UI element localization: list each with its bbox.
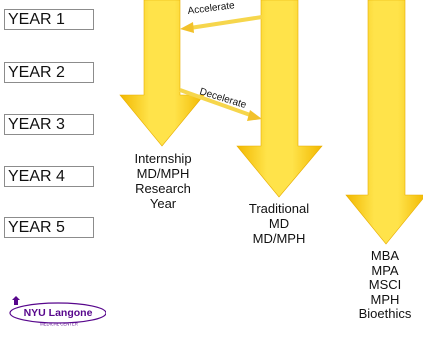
traditional-track-label: Traditional MD MD/MPH	[238, 201, 320, 246]
dual-degree-track-label: MBA MPA MSCI MPH Bioethics	[348, 248, 422, 322]
accelerate-label: Accelerate	[187, 0, 236, 17]
dual-label-line-5: Bioethics	[358, 306, 412, 321]
internship-label-line-3: Research	[135, 181, 191, 196]
traditional-label-line-2: MD	[268, 216, 290, 231]
traditional-track-arrow	[236, 0, 323, 198]
dual-label-line-2: MPA	[371, 262, 399, 278]
year-box-2: YEAR 2	[4, 62, 94, 83]
year-box-1: YEAR 1	[4, 9, 94, 30]
internship-track-label: Internship MD/MPH Research Year	[124, 151, 202, 211]
dual-degree-track-arrow	[345, 0, 423, 245]
year-box-5: YEAR 5	[4, 217, 94, 238]
traditional-label-line-3: MD/MPH	[252, 231, 306, 246]
decelerate-connector	[179, 88, 262, 121]
logo-ring	[9, 302, 106, 324]
internship-label-line-1: Internship	[134, 151, 192, 166]
logo-torch-icon	[12, 296, 20, 305]
logo-subtitle: MEDICAL CENTER	[40, 322, 78, 327]
nyu-langone-logo: NYU Langone MEDICAL CENTER	[9, 296, 106, 327]
dual-label-line-3: MSCI	[368, 277, 402, 292]
internship-label-line-4: Year	[149, 196, 177, 211]
year-box-4: YEAR 4	[4, 166, 94, 187]
internship-label-line-2: MD/MPH	[136, 166, 190, 181]
logo-name: NYU Langone	[24, 307, 93, 319]
internship-track-arrow	[119, 0, 205, 147]
traditional-label-line-1: Traditional	[248, 201, 310, 216]
dual-label-line-1: MBA	[370, 248, 400, 263]
dual-label-line-4: MPH	[370, 291, 400, 307]
accelerate-connector	[180, 15, 263, 33]
year-box-3: YEAR 3	[4, 114, 94, 135]
